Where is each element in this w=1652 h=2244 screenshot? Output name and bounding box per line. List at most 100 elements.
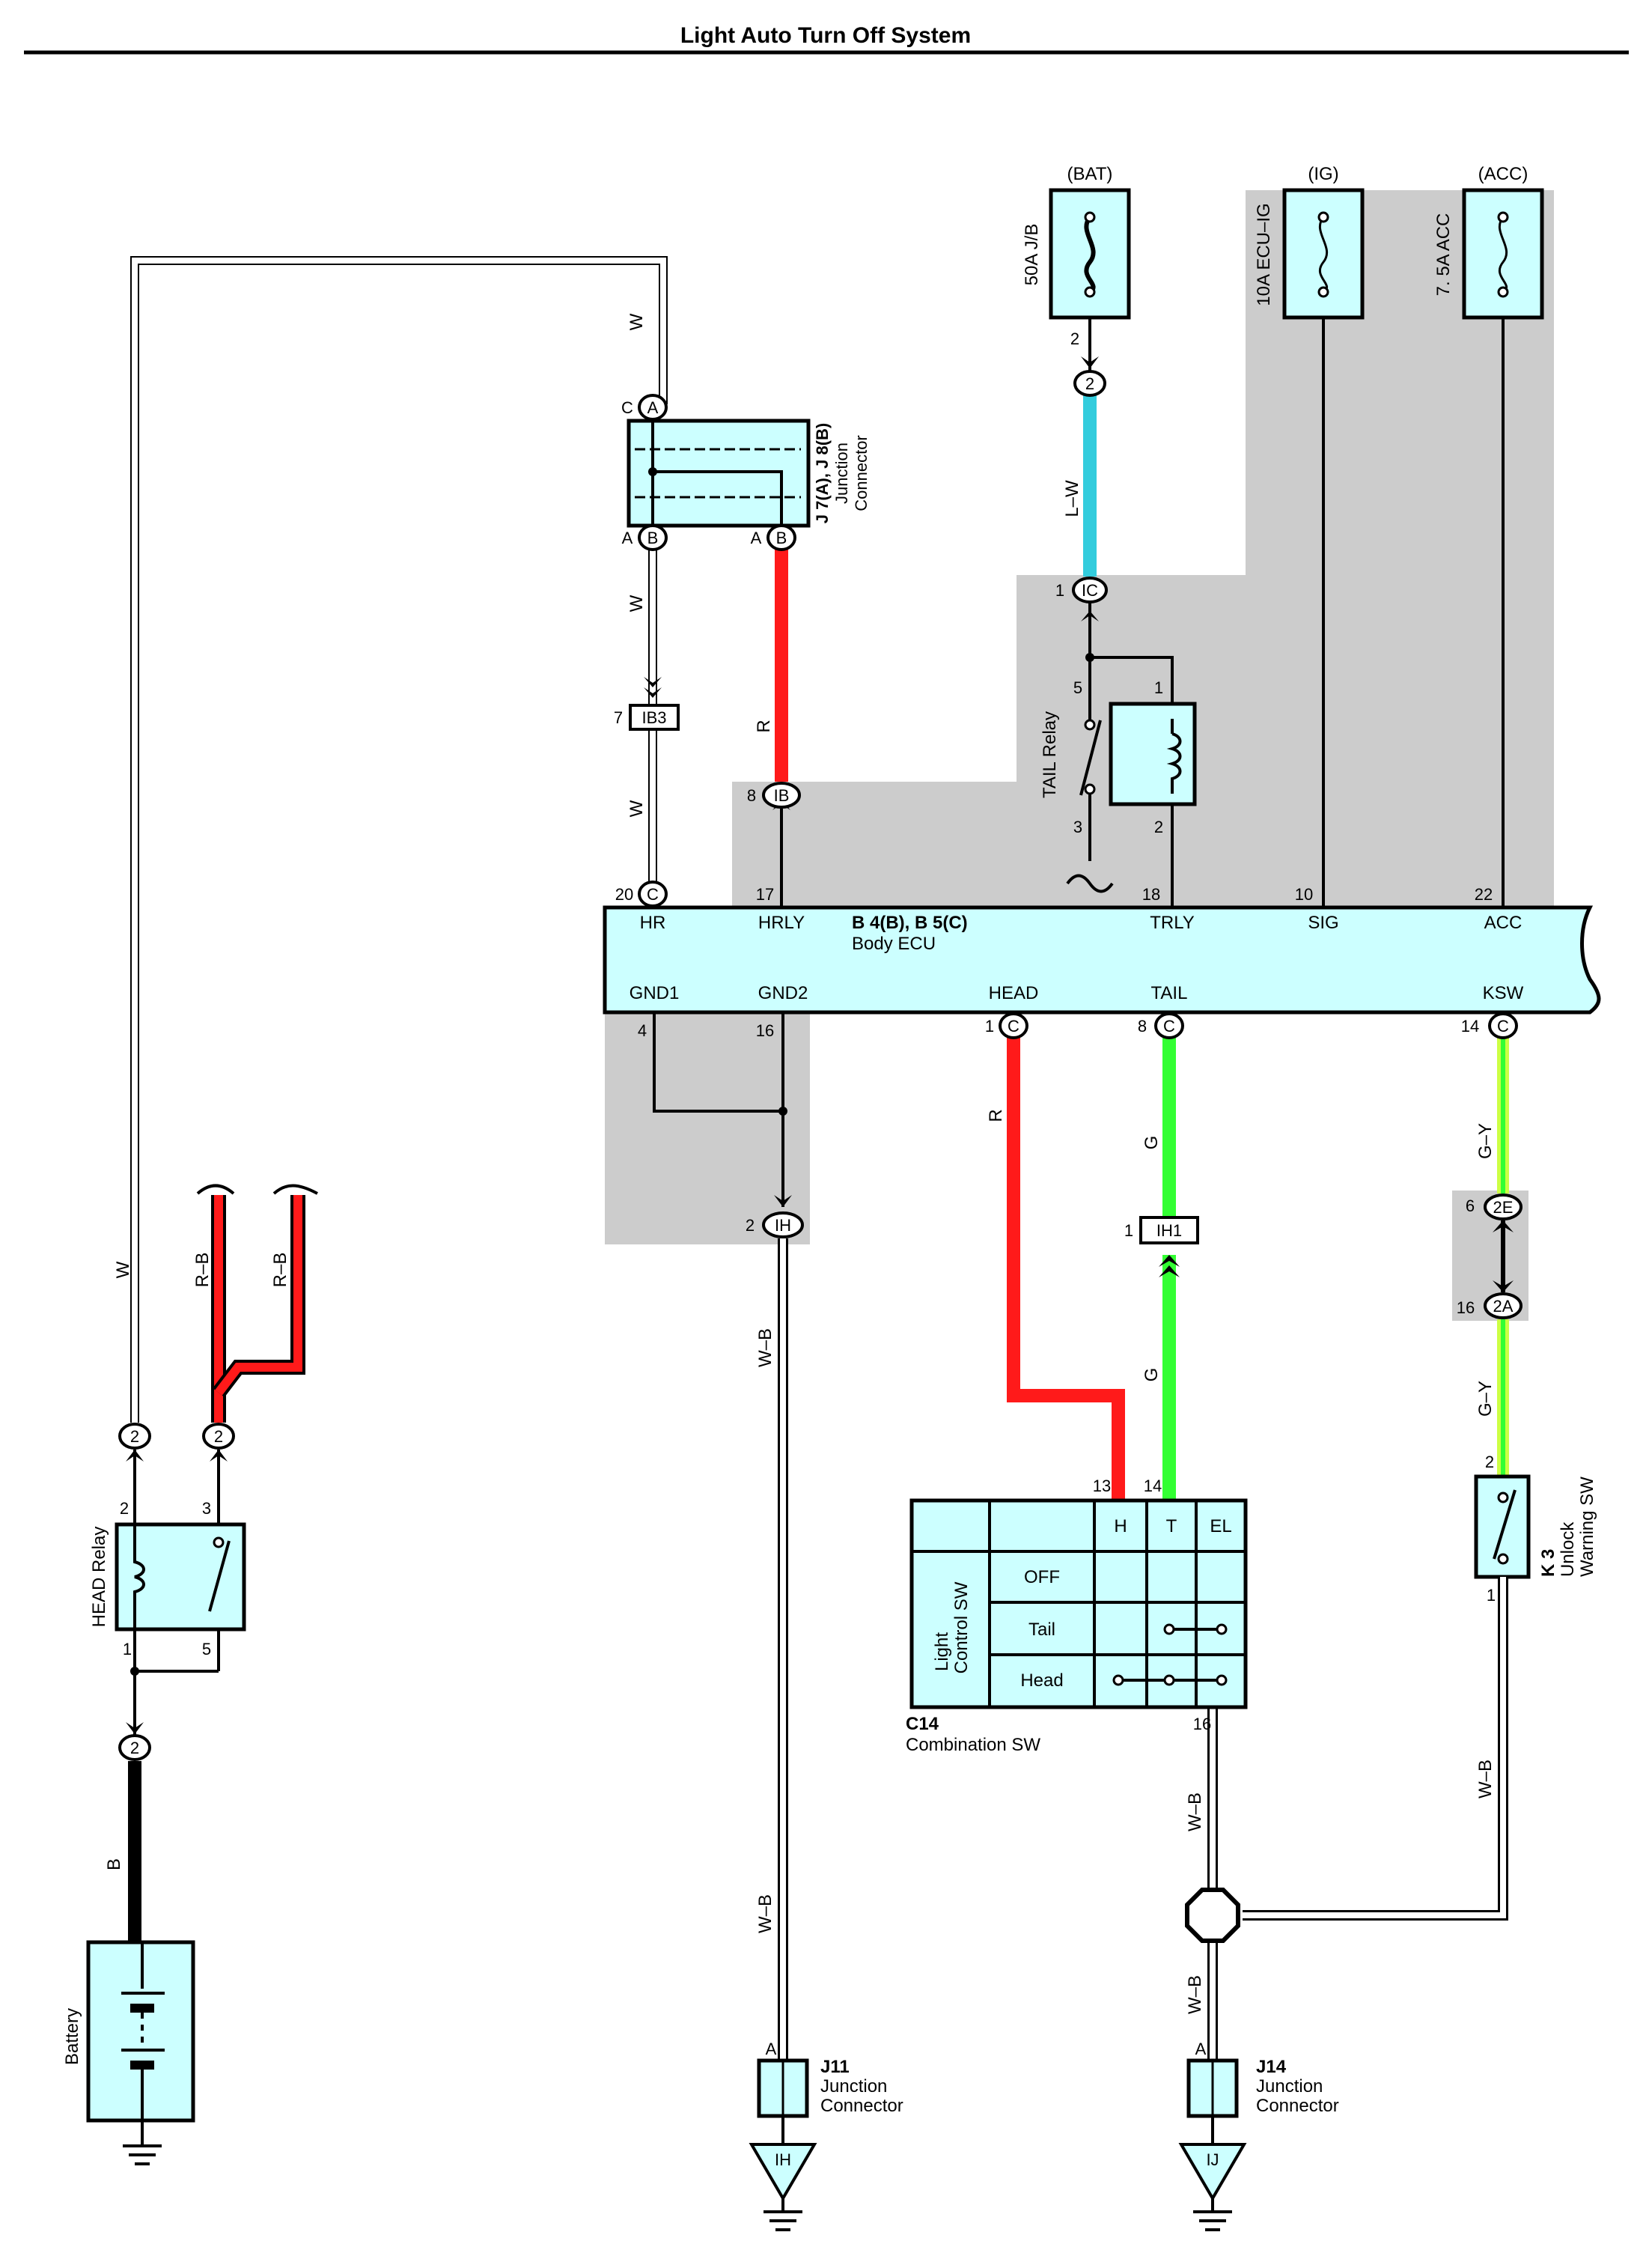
svg-text:2E: 2E [1493,1198,1514,1217]
ground-ih-lines [763,2198,802,2231]
svg-text:2: 2 [130,1739,139,1757]
fuse-acc-bottom-node [1497,286,1509,298]
source-acc: (ACC) [1478,164,1528,184]
ecu-pin-14: 14 [1461,1017,1479,1036]
connector-2-head-rb: 2 [202,1423,235,1450]
ecu-pin-17: 17 [756,885,774,904]
ground-ij-symbol [1178,2143,1247,2201]
unlock-sw-name2: Warning SW [1577,1477,1597,1577]
ecu-pin-16: 16 [756,1021,774,1040]
wire-label-r-1: R [754,720,774,732]
j14-name1: Junction [1256,2076,1323,2096]
ecu-term-trly: TRLY [1150,913,1195,933]
comb-id: C14 [906,1714,939,1734]
ecu-term-gnd1: GND1 [630,983,680,1003]
ecu-term-acc: ACC [1484,913,1523,933]
comb-row-head: Head [1020,1670,1063,1691]
pin-jb: 2 [1070,329,1079,348]
comb-pin-16: 16 [1193,1715,1211,1733]
ecu-term-sig: SIG [1308,913,1338,933]
pin-2a: 16 [1457,1298,1475,1317]
tail-relay-pin-5: 5 [1073,678,1082,697]
connector-2-head-w: 2 [118,1423,151,1450]
comb-name: Combination SW [906,1735,1040,1755]
gnd-splice [778,1107,787,1116]
arrow-2e [1493,1220,1514,1232]
wire-label-b: B [104,1858,124,1870]
comb-col-el: EL [1210,1516,1231,1536]
svg-text:C: C [647,885,659,904]
unlock-sw-id: K 3 [1538,1549,1558,1577]
connector-ib3: IB3 [629,704,680,731]
connector-c-ksw: C [1488,1012,1518,1039]
wire-label-lw: L–W [1062,480,1082,517]
svg-text:2: 2 [130,1427,139,1446]
svg-text:IH: IH [775,1216,791,1235]
wire-label-w-3: W [627,800,647,817]
head-relay-name: HEAD Relay [89,1527,109,1628]
source-bat: (BAT) [1067,164,1113,184]
ground-ij-lines [1193,2198,1232,2231]
wire-r-head [1007,1026,1125,1500]
unlock-sw-pin-1: 1 [1487,1586,1496,1605]
fuse-acc [1462,188,1544,320]
comb-section-1: Light [932,1632,952,1671]
svg-text:IH1: IH1 [1156,1221,1182,1240]
comb-col-h: H [1114,1516,1127,1536]
svg-text:2: 2 [1085,374,1094,393]
pin-ih1: 1 [1124,1221,1133,1240]
wire-label-gy-2: G–Y [1475,1381,1496,1417]
wire-label-w-1: W [627,313,647,330]
wire-label-g-1: G [1142,1136,1162,1150]
fuse-50a-top-node [1084,211,1096,223]
j11-name1: Junction [820,2076,887,2096]
fuse-ig-top-node [1317,211,1329,223]
comb-row-off: OFF [1024,1567,1060,1587]
ecu-pin-18: 18 [1142,885,1160,904]
fuse-acc-label: 7. 5A ACC [1433,213,1454,297]
j14-pin: A [1195,2040,1207,2058]
fuse-acc-element [1498,216,1508,294]
ecu-pin-20: 20 [615,885,633,904]
j11-pin: A [766,2040,777,2058]
comb-pin-13: 13 [1093,1477,1111,1495]
arrow-ib3-1 [644,677,662,687]
svg-text:B: B [647,529,659,547]
combination-sw [909,1498,1248,1709]
tail-relay-pin-3: 3 [1073,818,1082,836]
connector-ib: IB [762,782,801,809]
fuse-jb-label: 50A J/B [1022,224,1042,286]
source-ig: (IG) [1308,164,1338,184]
comb-col-t: T [1166,1516,1177,1536]
junction-id: J 7(A), J 8(B) [813,423,832,523]
comb-pin-14: 14 [1144,1477,1162,1495]
connector-2-jb: 2 [1073,370,1106,397]
fuse-50a-element [1084,216,1096,294]
head-relay-pin-2: 2 [120,1499,129,1518]
ecu-term-hr: HR [640,913,666,933]
svg-text:IB3: IB3 [641,708,666,727]
svg-text:A: A [647,398,659,417]
wire-label-gy-1: G–Y [1475,1123,1496,1159]
j14-name2: Connector [1256,2096,1339,2116]
junction-name1: Junction [832,443,851,504]
junction-label-a-left: A [622,529,633,547]
connector-b-right: B [766,524,796,551]
head-relay-pin-1: 1 [123,1640,132,1658]
ecu-pin-1: 1 [985,1017,994,1036]
wire-label-wb-1: W–B [755,1328,775,1367]
connector-2-battery: 2 [118,1734,151,1761]
wire-rb [196,1184,318,1423]
head-relay-pin-3: 3 [202,1499,211,1518]
shaded-regions [605,190,1554,1321]
battery [86,1940,195,2165]
junction-connector-j7-j8 [627,419,811,528]
wire-label-w-2: W [627,595,647,612]
wire-label-w-4: W [113,1261,133,1278]
pin-ib3: 7 [614,708,623,727]
wire-label-wb-2: W–B [755,1894,775,1933]
connector-c-20: C [638,881,668,907]
ecu-pin-8: 8 [1138,1017,1147,1036]
junction-label-a-right: A [751,529,762,547]
